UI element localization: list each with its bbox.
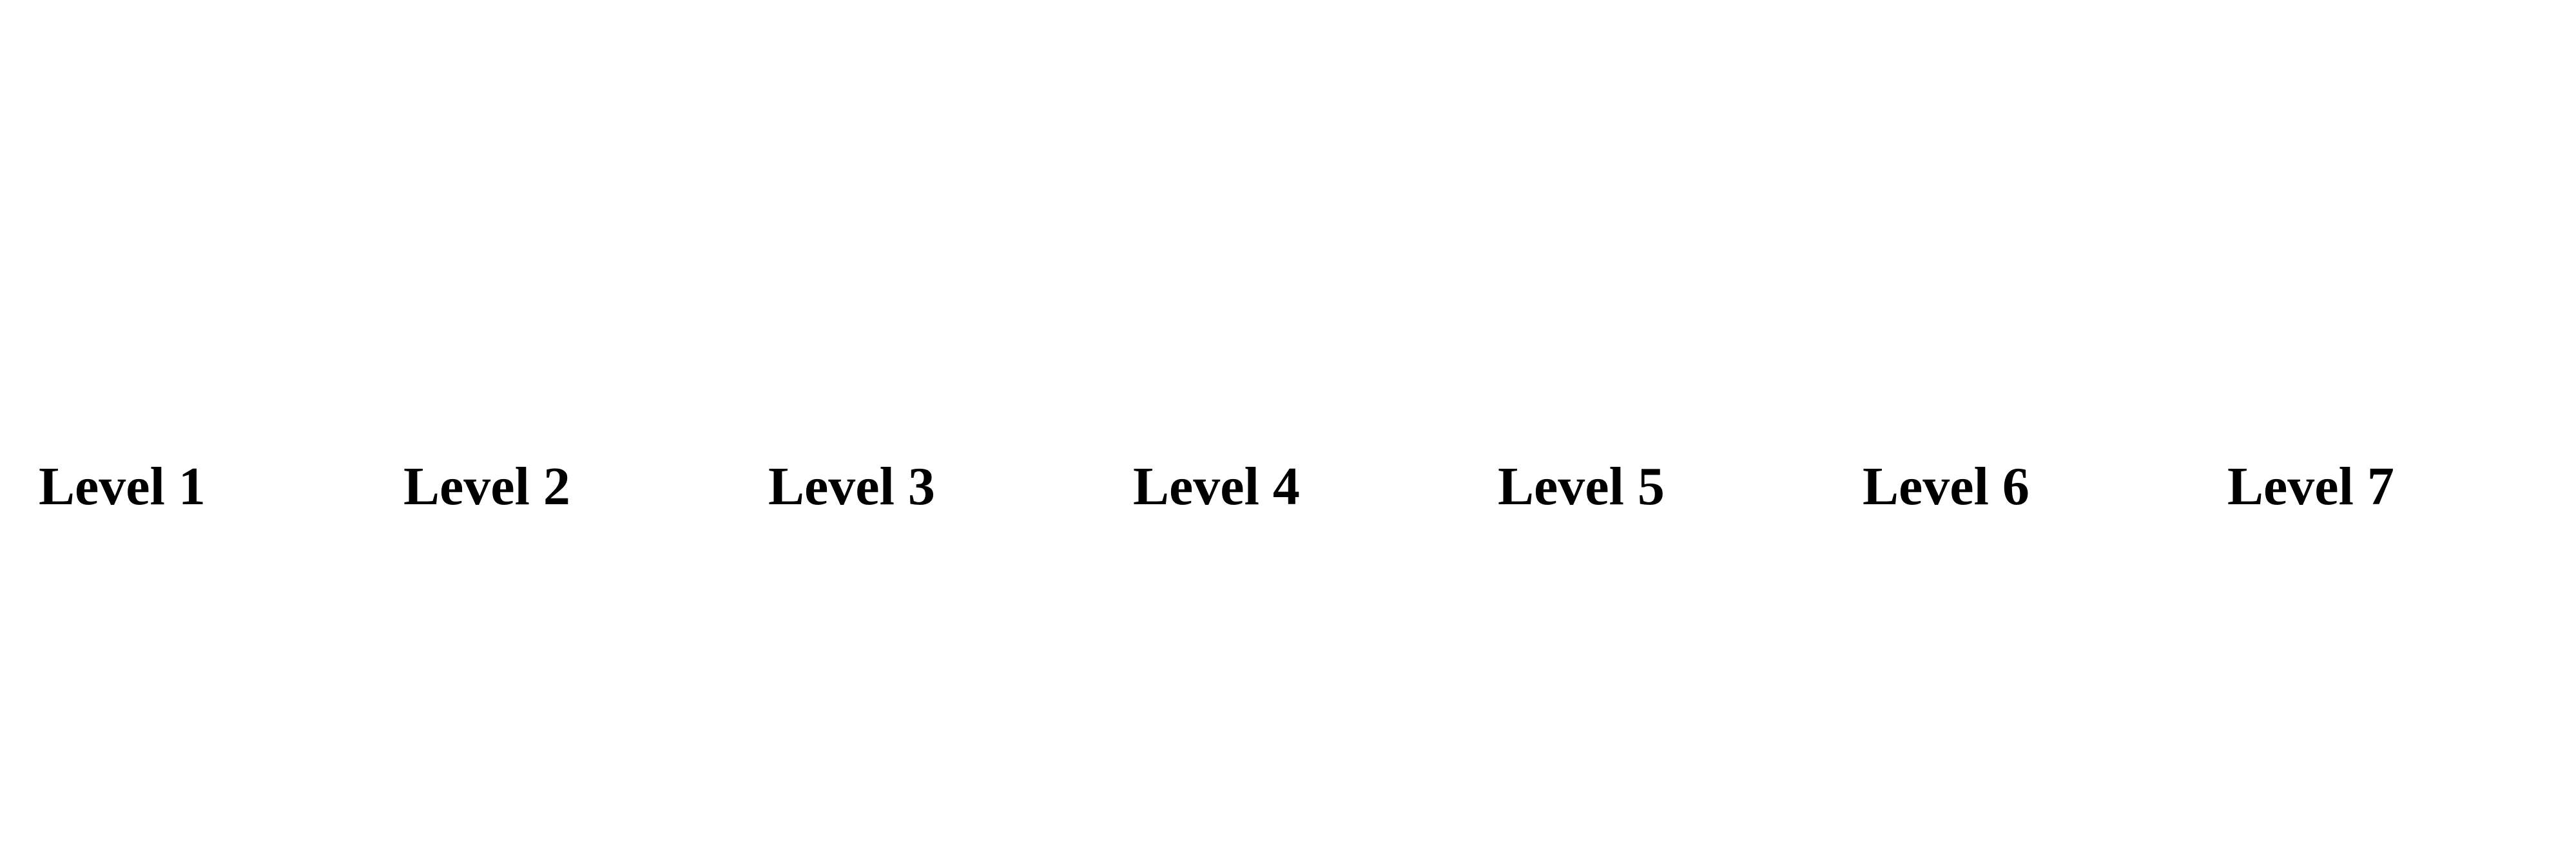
- level-3-label: Level 3: [768, 457, 935, 516]
- level-1-label: Level 1: [39, 457, 206, 516]
- level-6-label: Level 6: [1863, 457, 2029, 516]
- level-7-label: Level 7: [2227, 457, 2394, 516]
- level-2-label: Level 2: [403, 457, 570, 516]
- levels-row: Level 1 Level 2 Level 3 Level 4 Level 5 …: [39, 451, 2552, 522]
- level-4-label: Level 4: [1133, 457, 1300, 516]
- level-5-label: Level 5: [1498, 457, 1665, 516]
